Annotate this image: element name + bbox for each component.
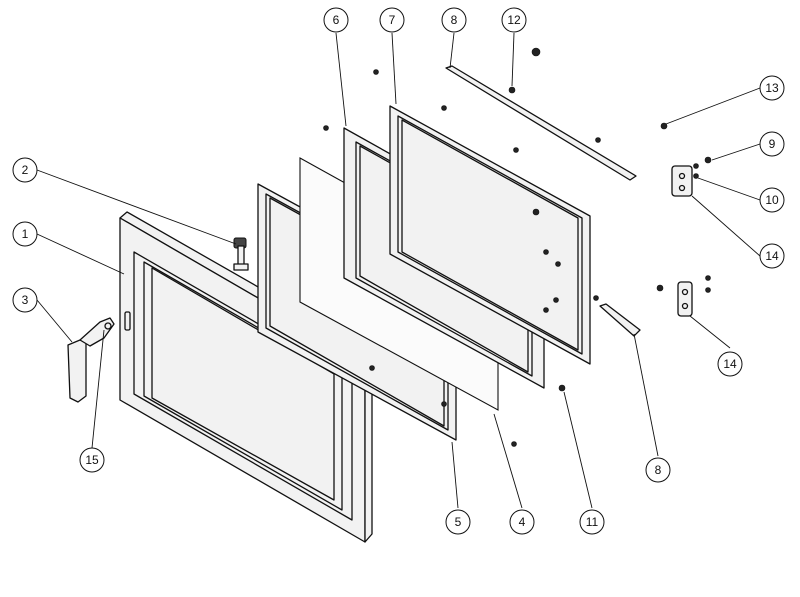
- door-handle: [67, 317, 115, 403]
- callout-5-label: 5: [455, 515, 462, 529]
- screws: [323, 47, 712, 447]
- callout-12: 12: [501, 7, 527, 33]
- callout-14-lower-label: 14: [723, 357, 737, 371]
- callout-3: 3: [12, 287, 38, 313]
- callout-9-label: 9: [769, 137, 776, 151]
- callout-12-label: 12: [507, 13, 521, 27]
- callout-1: 1: [12, 221, 38, 247]
- hinge-plate-upper: [671, 165, 693, 197]
- rear-seal-frame: [389, 105, 591, 365]
- hinge-bracket: [233, 237, 249, 271]
- callout-8-upper-label: 8: [451, 13, 458, 27]
- callout-9: 9: [759, 131, 785, 157]
- callout-8-upper: 8: [441, 7, 467, 33]
- callout-4: 4: [509, 509, 535, 535]
- callouts: 1 2 3 4 5 6 7 8 8 9 10 11 12 13 14 14 15: [12, 7, 785, 535]
- lower-mounting-strip: [599, 303, 641, 337]
- callout-11-label: 11: [586, 515, 599, 529]
- callout-1-label: 1: [22, 227, 29, 241]
- callout-14-upper-label: 14: [765, 249, 779, 263]
- callout-13-label: 13: [765, 81, 779, 95]
- callout-6-label: 6: [333, 13, 340, 27]
- leader-lines: [36, 32, 761, 509]
- frame-handle-slot: [124, 311, 131, 331]
- callout-3-label: 3: [22, 293, 29, 307]
- callout-14-upper: 14: [759, 243, 785, 269]
- callout-10-label: 10: [765, 193, 779, 207]
- callout-15-label: 15: [85, 453, 99, 467]
- callout-2: 2: [12, 157, 38, 183]
- callout-14-lower: 14: [717, 351, 743, 377]
- callout-7-label: 7: [389, 13, 396, 27]
- callout-13: 13: [759, 75, 785, 101]
- callout-4-label: 4: [519, 515, 526, 529]
- callout-11: 11: [579, 509, 605, 535]
- callout-15: 15: [79, 447, 105, 473]
- callout-6: 6: [323, 7, 349, 33]
- callout-7: 7: [379, 7, 405, 33]
- callout-10: 10: [759, 187, 785, 213]
- callout-5: 5: [445, 509, 471, 535]
- callout-8-lower: 8: [645, 457, 671, 483]
- hinge-plate-lower: [677, 281, 693, 317]
- callout-8-lower-label: 8: [655, 463, 662, 477]
- callout-2-label: 2: [22, 163, 29, 177]
